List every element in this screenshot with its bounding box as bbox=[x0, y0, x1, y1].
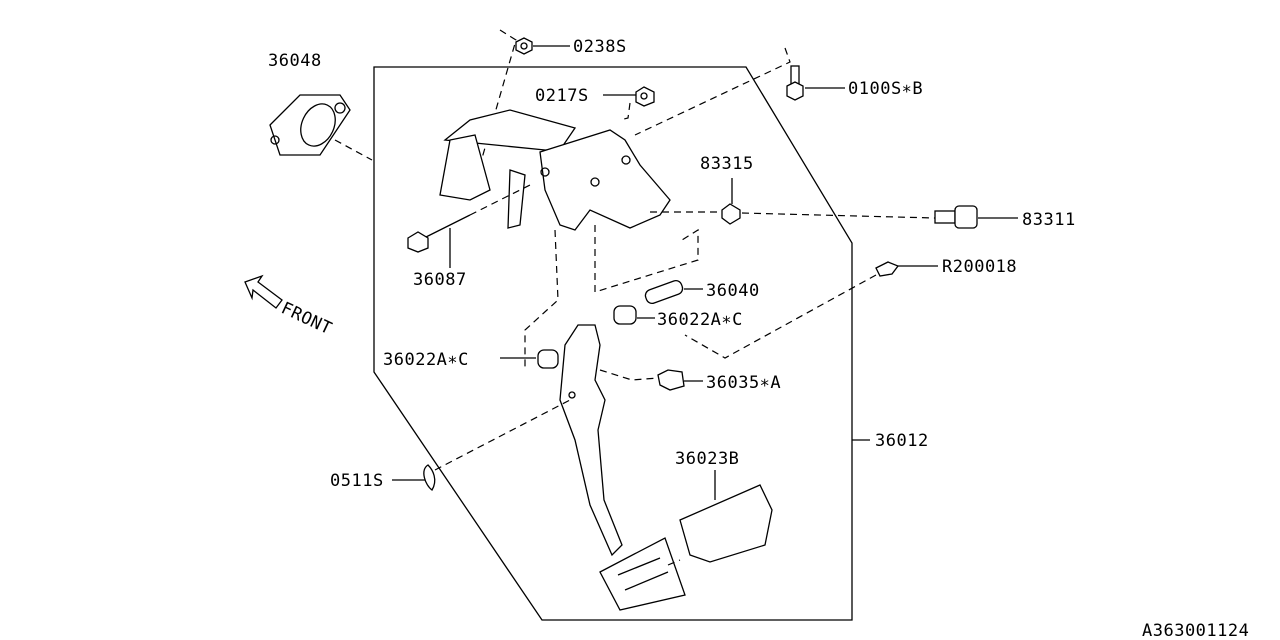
callout-0238S: 0238S bbox=[573, 37, 627, 57]
callout-R200018: R200018 bbox=[942, 257, 1017, 277]
front-label: FRONT bbox=[278, 298, 335, 339]
pedal-bracket bbox=[439, 109, 671, 231]
callout-36087: 36087 bbox=[413, 270, 467, 290]
part-0217S-nut[interactable] bbox=[635, 86, 655, 107]
callout-36048: 36048 bbox=[268, 51, 322, 71]
part-0100S-B-bolt[interactable] bbox=[786, 65, 804, 101]
callout-36040: 36040 bbox=[706, 281, 760, 301]
callout-0511S: 0511S bbox=[330, 471, 384, 491]
callout-0100S-B: 0100S∗B bbox=[848, 79, 923, 99]
callout-36022A-C-left: 36022A∗C bbox=[383, 350, 469, 370]
part-36087-bolt[interactable] bbox=[407, 214, 471, 253]
part-83311-stop-light-switch[interactable] bbox=[934, 205, 978, 229]
callout-83311: 83311 bbox=[1022, 210, 1076, 230]
brake-pedal-arm[interactable] bbox=[559, 324, 686, 611]
callout-83315: 83315 bbox=[700, 154, 754, 174]
part-0511S-clip[interactable] bbox=[423, 464, 436, 491]
part-36035-A-clip[interactable] bbox=[657, 369, 685, 391]
part-36022A-C-bushing-left[interactable] bbox=[537, 349, 559, 369]
callout-36035-A: 36035∗A bbox=[706, 373, 781, 393]
assembly-36012-outline bbox=[373, 66, 853, 621]
part-36040-spacer[interactable] bbox=[644, 279, 684, 305]
callout-36012: 36012 bbox=[875, 431, 929, 451]
part-36048-gasket[interactable] bbox=[269, 94, 351, 156]
front-arrow-icon bbox=[244, 274, 283, 309]
part-83315-clip[interactable] bbox=[721, 203, 741, 225]
callout-36023B: 36023B bbox=[675, 449, 739, 469]
part-R200018-pin[interactable] bbox=[875, 261, 900, 277]
part-0238S-nut[interactable] bbox=[515, 37, 533, 55]
callout-0217S: 0217S bbox=[535, 86, 589, 106]
diagram-code: A363001124 bbox=[1142, 621, 1249, 640]
part-36022A-C-bushing-right[interactable] bbox=[613, 305, 637, 325]
callout-36022A-C-right: 36022A∗C bbox=[657, 310, 743, 330]
part-36023B-pedal-pad[interactable] bbox=[679, 484, 773, 563]
